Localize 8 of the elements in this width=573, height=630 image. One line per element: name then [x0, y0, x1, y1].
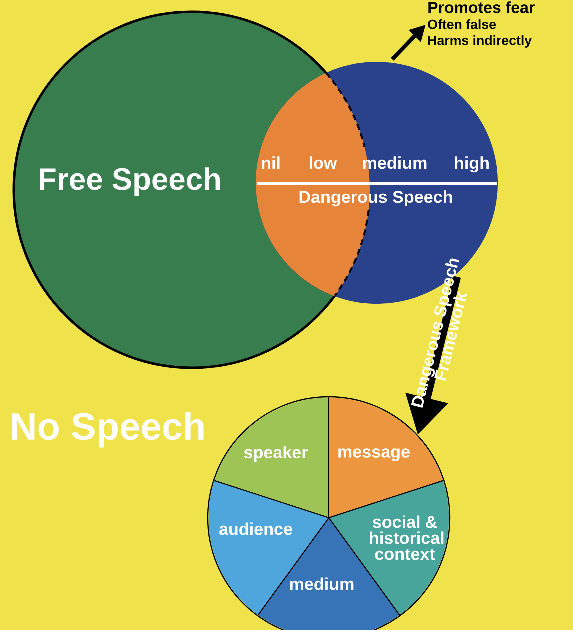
list-item: Often false — [428, 20, 496, 30]
scale-text: low — [310, 156, 338, 170]
region-label: No Speech — [12, 412, 204, 448]
scale-text: nil — [262, 156, 280, 169]
list-item: Harms indirectly — [428, 36, 532, 48]
list-item: Promotes fear — [428, 2, 535, 14]
pie-slice: speaker — [214, 397, 330, 519]
scale-text: high — [455, 156, 489, 173]
